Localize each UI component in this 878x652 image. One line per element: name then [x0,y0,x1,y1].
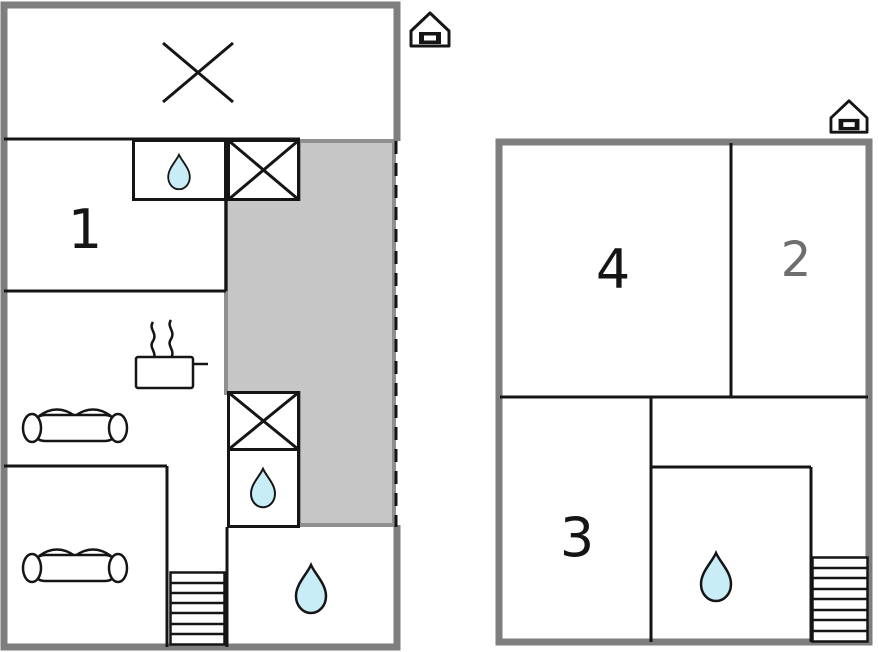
stairs-icon [169,571,226,646]
room-2-label: 2 [781,232,812,288]
entrance-house-icon [409,11,451,48]
entrance-house-icon [829,99,869,134]
room-4-label: 4 [596,238,630,301]
window-cross-icon [227,391,300,451]
bathroom-water-drop-icon [294,563,328,615]
upper-floor-plan: 4 2 3 [495,99,873,646]
sofa-icon [21,548,129,584]
skylight-cross-icon [162,41,234,104]
window-cross-icon [227,139,300,201]
room-3-label: 3 [560,506,594,569]
stairs-icon [811,556,869,643]
room-1-label: 1 [68,198,102,261]
ground-floor-plan: 1 [0,1,451,651]
stove-icon [134,319,208,390]
outer-wall [0,1,401,651]
sofa-icon [21,408,129,444]
outer-wall [495,138,873,646]
